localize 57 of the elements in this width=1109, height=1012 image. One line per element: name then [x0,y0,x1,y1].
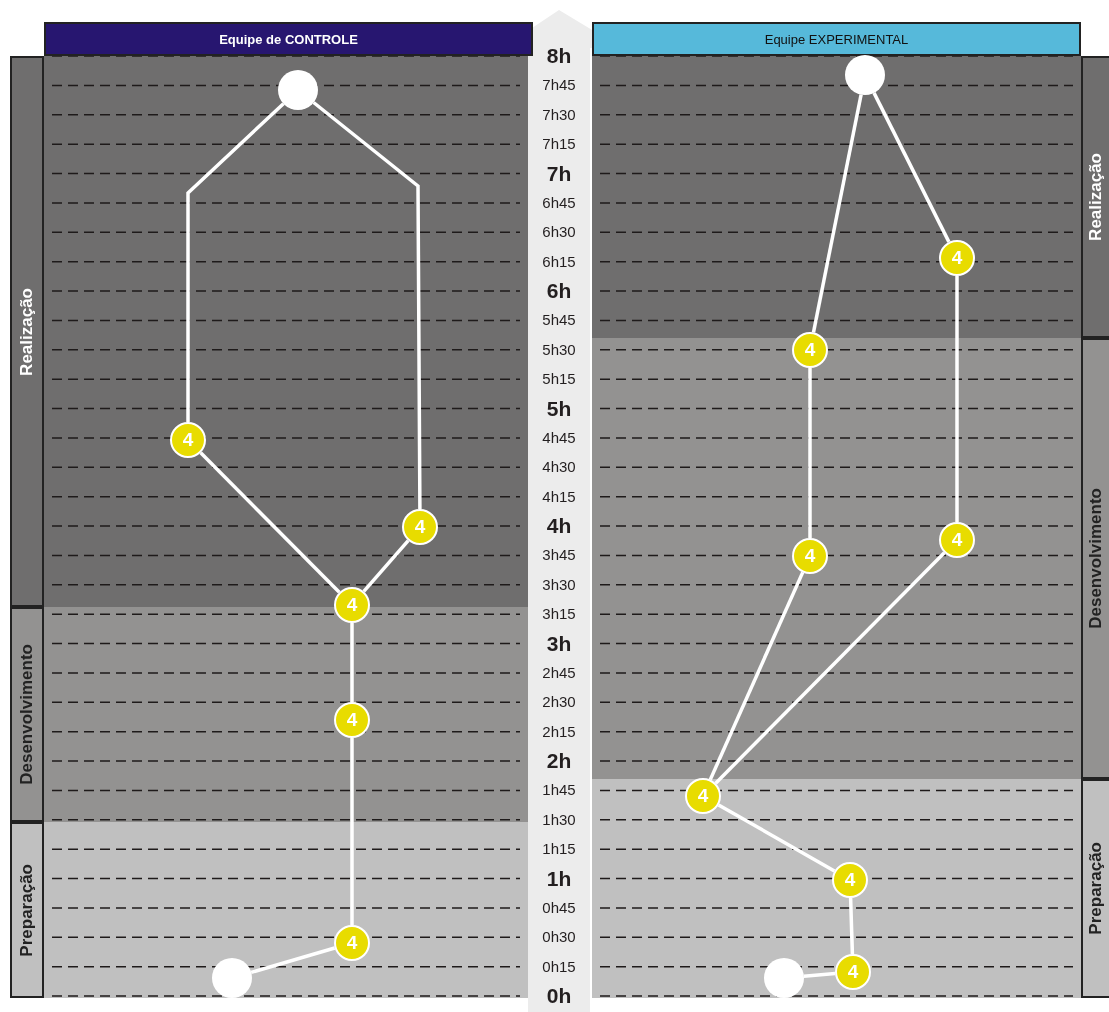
time-label: 5h45 [541,310,577,331]
connector-line [811,94,863,333]
connector-line [714,551,946,785]
time-label: 4h15 [541,486,577,507]
time-label: 0h30 [541,927,577,948]
time-label: 3h45 [541,545,577,566]
phase-tab: Desenvolvimento [1081,338,1109,779]
time-label: 2h15 [541,721,577,742]
connector-line [803,971,836,979]
time-label: 7h [545,163,573,184]
time-label: 3h15 [541,604,577,625]
connector-line [350,623,354,702]
time-label: 1h30 [541,809,577,830]
time-label: 4h30 [541,457,577,478]
time-label: 3h [545,633,573,654]
connector-line [808,368,812,538]
connector-line [199,451,341,594]
connector-line [350,738,354,925]
time-label: 0h [545,986,573,1006]
phase-tab: Preparação [1081,779,1109,998]
time-label: 5h15 [541,369,577,390]
time-label: 1h15 [541,839,577,860]
header-bar: Equipe de CONTROLE [44,22,533,56]
time-label: 3h30 [541,574,577,595]
time-label: 1h [545,868,573,889]
connector-line [717,803,836,873]
time-label: 2h [545,751,573,771]
connector-line [312,101,422,509]
time-label: 5h30 [541,339,577,360]
time-label: 7h45 [541,75,577,96]
time-label: 1h45 [541,780,577,801]
connector-line [872,92,951,243]
time-label: 6h15 [541,251,577,272]
time-label: 0h45 [541,897,577,918]
connector-line [955,276,959,522]
connector-line [186,102,285,422]
time-label: 4h45 [541,427,577,448]
connector-line [708,571,805,781]
time-label: 6h30 [541,222,577,243]
time-label: 7h15 [541,134,577,155]
time-label: 6h [545,281,573,301]
time-label: 6h45 [541,192,577,213]
time-label: 2h45 [541,662,577,683]
connector-line [848,897,855,955]
time-label: 2h30 [541,692,577,713]
time-label: 0h15 [541,956,577,977]
phase-tab: Preparação [10,822,44,998]
phase-tab: Desenvolvimento [10,607,44,822]
time-label: 4h [545,516,573,536]
time-label: 8h [545,46,573,66]
phase-tab: Realização [10,56,44,607]
connector-line [250,946,336,975]
connector-line [362,539,410,593]
time-label: 5h [545,398,573,419]
header-bar: Equipe EXPERIMENTAL [592,22,1081,56]
time-label: 7h30 [541,104,577,125]
phase-tab: Realização [1081,56,1109,338]
